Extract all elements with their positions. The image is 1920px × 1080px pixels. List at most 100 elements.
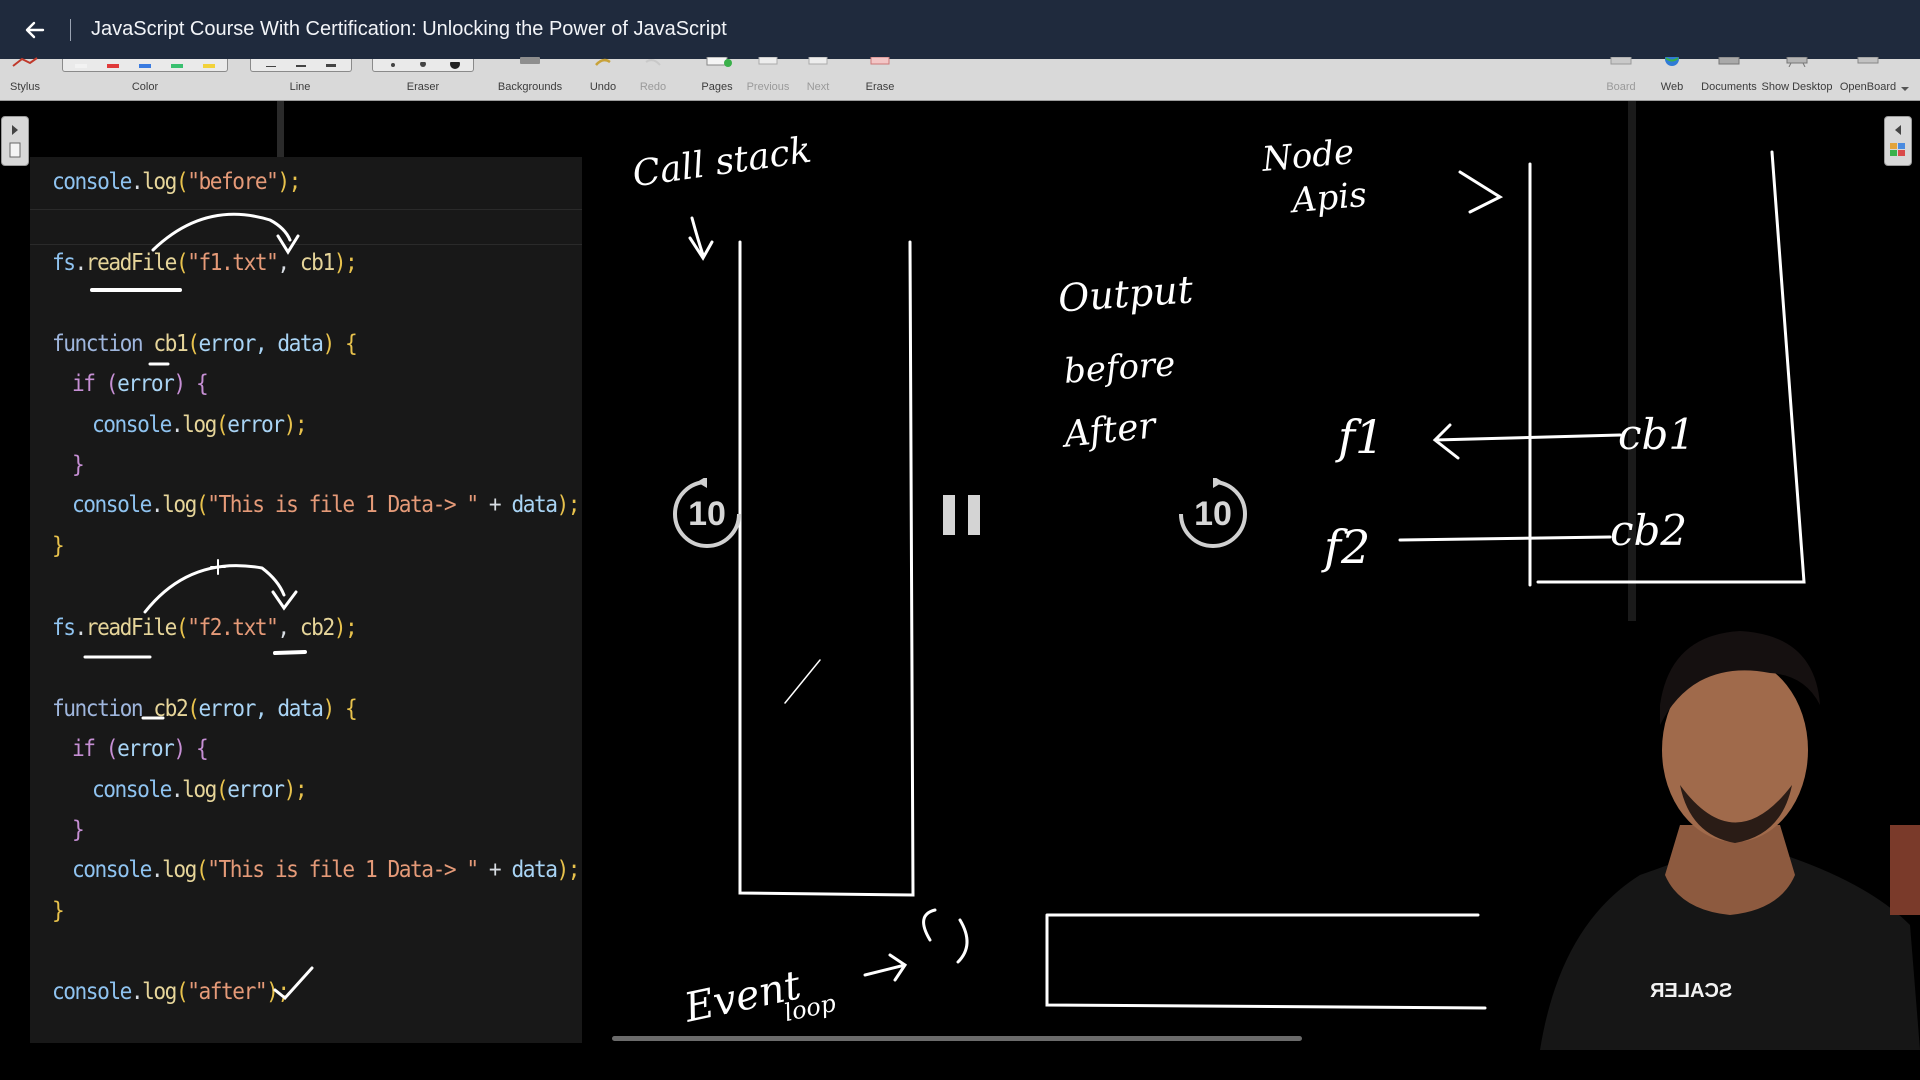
backgrounds-tool[interactable]: Backgrounds [496,57,564,100]
f2-to-cb2-line [1398,535,1612,542]
next-label: Next [806,81,830,93]
backgrounds-label: Backgrounds [497,81,563,93]
undo-button[interactable]: Undo [582,58,624,100]
call-stack-label: Call stack [630,129,814,196]
board-label: Board [1606,81,1636,93]
color-tool[interactable]: Color [120,59,170,100]
pages-label: Pages [701,81,733,93]
code-screenshot: console.log("before"); fs.readFile("f1.t… [30,157,582,1043]
line-tool[interactable]: Line [275,59,325,100]
presenter-hair [1660,631,1820,725]
code-line-10: function cb2(error, data) { [52,696,358,722]
output-after: After [1062,405,1158,456]
cb1-label: cb1 [1618,410,1696,459]
code-line-4: if (error) { [72,371,209,397]
eraser-label: Eraser [406,81,440,93]
code-line-5: console.log(error); [92,412,308,438]
progress-bar[interactable] [612,1036,1302,1041]
code-line-11: if (error) { [72,736,209,762]
pause-button[interactable] [940,490,984,540]
backgrounds-icon [520,57,540,64]
line-width-picker[interactable] [250,59,352,72]
eraser-tool[interactable]: Eraser [398,59,448,100]
output-queue-box [1045,913,1487,1010]
page-title: JavaScript Course With Certification: Un… [91,18,727,40]
back-button[interactable] [0,0,70,59]
redo-label: Redo [639,81,667,93]
pages-icon [706,57,732,67]
output-label: Output [1056,267,1195,321]
show-desktop-button[interactable]: Show Desktop [1761,57,1833,100]
eraser-sizes-icon [391,59,460,69]
presenter-shirt [1540,850,1920,1050]
forward-10-button[interactable]: 10 [1177,478,1249,550]
color-label: Color [131,81,159,93]
presenter-video [1540,631,1920,1050]
event-loop-cycle [922,908,969,964]
shirt-logo: SCALER [1650,980,1733,1002]
code-line-6: } [72,452,85,478]
presenter-beard [1680,785,1792,843]
current-line-highlight [30,209,582,245]
show-desktop-icon [1786,57,1808,67]
apis-label: Apis [1290,174,1369,222]
code-line-15: } [52,898,65,924]
board-mode-button[interactable]: Board [1600,57,1642,100]
node-label: Node [1260,132,1356,180]
output-before: before [1062,344,1177,392]
erase-label: Erase [865,81,895,93]
openboard-menu-button[interactable]: OpenBoard [1836,57,1900,100]
next-page-button[interactable]: Next [797,57,839,100]
left-side-panel-tab[interactable] [1,116,29,166]
code-line-16: console.log("after"); [52,979,290,1005]
forward-icon [1179,478,1247,548]
next-page-icon [808,57,828,65]
redo-button[interactable]: Redo [632,59,674,100]
arrow-left-icon [25,21,45,38]
previous-label: Previous [746,81,790,93]
openboard-label: OpenBoard [1839,81,1897,93]
stylus-icon [12,57,38,67]
rewind-seconds: 10 [688,494,726,533]
board-icon [1610,57,1632,65]
node-apis-arrow [1458,170,1504,214]
erase-page-button[interactable]: Erase [859,57,901,100]
stylus-tool[interactable]: Stylus [4,57,46,100]
color-palette[interactable] [62,59,228,72]
redo-icon [645,59,661,66]
previous-page-button[interactable]: Previous [742,57,794,100]
show-desktop-label: Show Desktop [1761,81,1833,93]
cb1-to-f1-arrow [1432,423,1622,460]
code-line-13: } [72,817,85,843]
previous-page-icon [758,57,778,65]
documents-mode-button[interactable]: Documents [1698,57,1760,100]
undo-label: Undo [589,81,617,93]
presenter-neck [1665,825,1795,915]
chevron-right-icon [9,125,21,158]
undo-icon [595,58,611,66]
documents-icon [1718,57,1740,65]
rewind-10-button[interactable]: 10 [671,478,743,550]
code-line-14: console.log("This is file 1 Data-> " + d… [72,857,581,883]
globe-icon [1665,57,1679,66]
toolbar-dropdown-icon[interactable] [1900,85,1910,93]
chevron-left-icon [1890,125,1905,156]
call-stack-arrow [688,216,714,261]
rewind-icon [673,478,741,548]
code-line-12: console.log(error); [92,777,308,803]
pages-button[interactable]: Pages [694,57,740,100]
event-loop-arrow [863,953,908,982]
documents-label: Documents [1701,81,1757,93]
code-line-7: console.log("This is file 1 Data-> " + d… [72,492,581,518]
presenter-face [1662,658,1808,842]
web-mode-button[interactable]: Web [1651,57,1693,100]
f2-label: f2 [1324,520,1371,574]
line-widths-icon [266,64,336,67]
code-line-2: fs.readFile("f1.txt", cb1); [52,250,358,276]
code-line-9: fs.readFile("f2.txt", cb2); [52,615,358,641]
stylus-label: Stylus [10,81,40,93]
right-side-panel-tab[interactable] [1884,116,1912,166]
eraser-size-picker[interactable] [372,59,474,72]
forward-seconds: 10 [1194,494,1232,533]
openboard-toolbar: Stylus Color Line Eraser Backgrounds Und… [0,57,1920,101]
